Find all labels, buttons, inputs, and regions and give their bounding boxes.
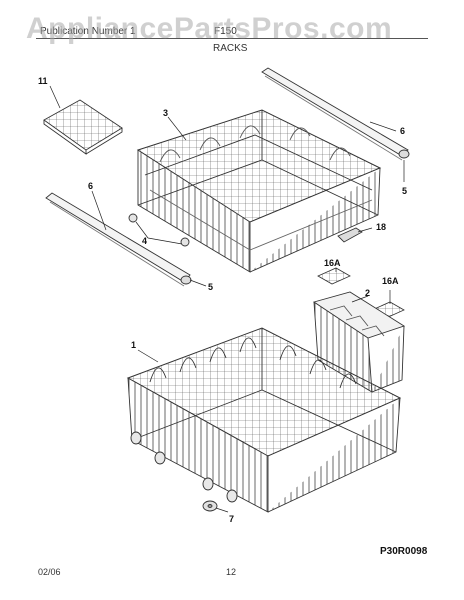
callout-3: 3 [163, 108, 169, 118]
rack-adjuster [337, 227, 363, 243]
callout-1: 1 [131, 340, 137, 350]
publication-header: Publication Number 1 [40, 26, 136, 37]
callout-6-upper: 6 [400, 126, 406, 136]
wheel-part [202, 500, 218, 512]
callout-11: 11 [38, 76, 48, 86]
footer-date: 02/06 [38, 567, 61, 577]
diagram-code: P30R0098 [380, 546, 428, 557]
upper-rail-left [45, 192, 192, 287]
callout-18: 18 [376, 222, 387, 232]
callout-16a-right: 16A [382, 276, 399, 286]
footer-page-number: 12 [226, 567, 237, 577]
callout-4: 4 [142, 236, 148, 246]
upper-rack-rollers [128, 213, 190, 247]
callout-16a-left: 16A [324, 258, 341, 268]
section-title: RACKS [213, 43, 248, 54]
lower-rack-wheels [130, 431, 238, 503]
callout-7: 7 [229, 514, 235, 524]
callout-2: 2 [365, 288, 371, 298]
upper-rail-right [261, 67, 410, 161]
cup-shelf [43, 99, 123, 155]
lower-rack [126, 327, 402, 513]
leader-lines [49, 85, 405, 513]
upper-rack [136, 109, 382, 273]
callout-5-upper: 5 [402, 186, 408, 196]
silverware-basket [312, 291, 406, 393]
model-number: F150 [214, 26, 237, 37]
watermark-logo: AppliancePartsPros.com [26, 12, 393, 45]
callout-6-lower: 6 [88, 181, 94, 191]
callout-5-lower: 5 [208, 282, 214, 292]
header-rule [36, 38, 428, 39]
